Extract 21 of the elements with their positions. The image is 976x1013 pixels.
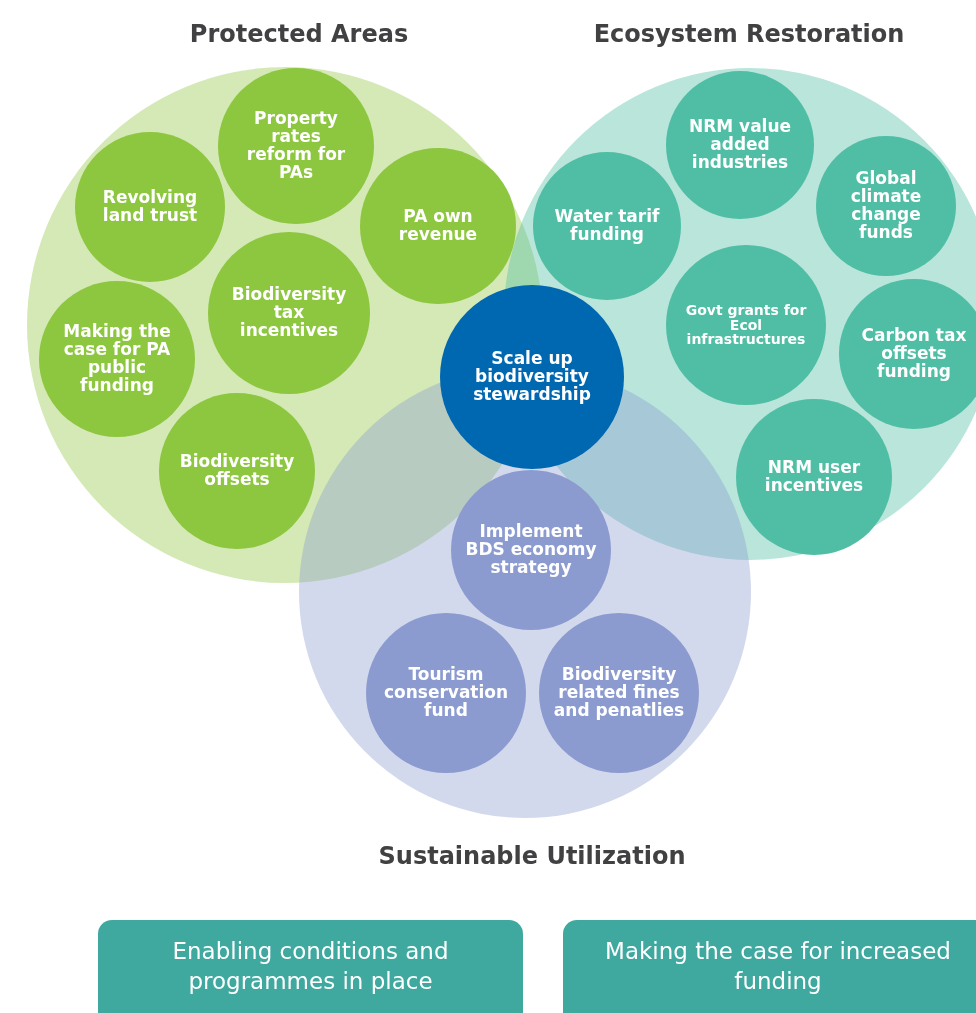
topic-circle: Making the case for PA public funding (39, 281, 195, 437)
region-heading: Protected Areas (189, 20, 409, 48)
banner-box: Enabling conditions and programmes in place (98, 920, 523, 1013)
topic-circle: PA own revenue (360, 148, 516, 304)
topic-circle: NRM user incentives (736, 399, 892, 555)
topic-circle: Implement BDS economy strategy (451, 470, 611, 630)
topic-circle: Property rates reform for PAs (218, 68, 374, 224)
topic-circle: Carbon tax offsets funding (839, 279, 976, 429)
topic-circle: Water tarif funding (533, 152, 681, 300)
banner-box: Making the case for increased funding (563, 920, 976, 1013)
topic-circle: Biodiversity related fines and penatlies (539, 613, 699, 773)
topic-circle: Tourism conservation fund (366, 613, 526, 773)
region-heading: Sustainable Utilization (378, 842, 686, 870)
topic-circle: Scale up biodiversity stewardship (440, 285, 624, 469)
topic-circle: Revolving land trust (75, 132, 225, 282)
region-heading: Ecosystem Restoration (593, 20, 905, 48)
topic-circle: NRM value added industries (666, 71, 814, 219)
topic-circle: Biodiversity tax incentives (208, 232, 370, 394)
topic-circle: Govt grants for Ecol infrastructures (666, 245, 826, 405)
topic-circle: Global climate change funds (816, 136, 956, 276)
topic-circle: Biodiversity offsets (159, 393, 315, 549)
